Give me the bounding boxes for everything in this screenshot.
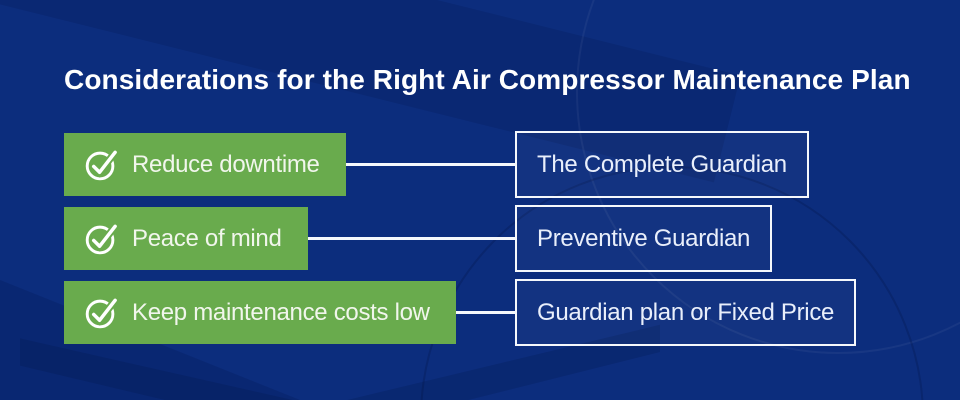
connector-line	[307, 237, 515, 240]
connector-line	[455, 311, 515, 314]
check-circle-icon	[85, 150, 118, 181]
consideration-pill: Reduce downtime	[64, 133, 346, 196]
check-circle-icon	[85, 224, 118, 255]
plan-label: The Complete Guardian	[537, 150, 787, 178]
plan-label: Preventive Guardian	[537, 224, 751, 252]
consideration-cell: Keep maintenance costs low	[64, 281, 515, 344]
consideration-label: Peace of mind	[132, 224, 282, 252]
consideration-pill: Peace of mind	[64, 207, 308, 270]
plan-box: The Complete Guardian	[515, 131, 809, 198]
consideration-cell: Peace of mind	[64, 207, 515, 270]
mapping-row: Peace of mind Preventive Guardian	[64, 205, 920, 272]
consideration-label: Keep maintenance costs low	[132, 298, 430, 326]
mapping-row: Keep maintenance costs low Guardian plan…	[64, 279, 920, 346]
check-circle-icon	[85, 298, 118, 329]
plan-label: Guardian plan or Fixed Price	[537, 298, 835, 326]
infographic-title: Considerations for the Right Air Compres…	[64, 64, 911, 95]
mapping-row: Reduce downtime The Complete Guardian	[64, 131, 920, 198]
connector-line	[345, 163, 515, 166]
mapping-rows: Reduce downtime The Complete Guardian	[64, 131, 920, 353]
plan-box: Preventive Guardian	[515, 205, 773, 272]
consideration-pill: Keep maintenance costs low	[64, 281, 456, 344]
consideration-label: Reduce downtime	[132, 150, 320, 178]
plan-box: Guardian plan or Fixed Price	[515, 279, 857, 346]
consideration-cell: Reduce downtime	[64, 133, 515, 196]
